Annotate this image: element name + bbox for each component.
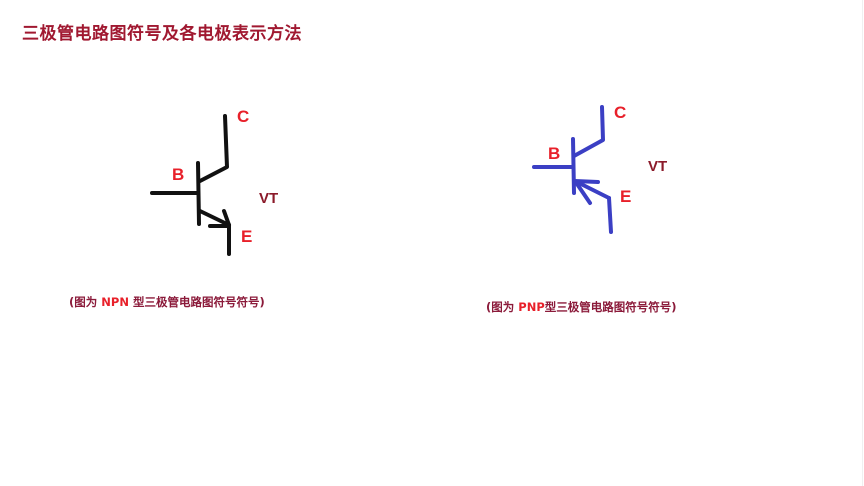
npn-base-label: B — [172, 165, 185, 184]
npn-caption: (图为 NPN 型三极管电路图符号符号) — [69, 294, 265, 310]
pnp-collector-lead — [572, 105, 605, 158]
npn-collector-lead — [198, 114, 229, 183]
npn-collector-label: C — [237, 107, 250, 126]
npn-caption-highlight: NPN — [101, 295, 129, 309]
pnp-emitter-label: E — [620, 187, 632, 206]
pnp-caption-prefix: (图为 — [486, 300, 519, 314]
npn-emitter-diagonal — [198, 209, 231, 227]
pnp-caption-highlight: PNP — [518, 300, 545, 314]
slide-edge — [862, 0, 863, 486]
pnp-designator-label: VT — [648, 158, 668, 175]
npn-designator-label: VT — [259, 190, 279, 207]
npn-caption-suffix: 型三极管电路图符号符号) — [128, 295, 265, 309]
npn-emitter-label: E — [241, 227, 253, 246]
pnp-base-label: B — [548, 144, 561, 163]
slide-title: 三极管电路图符号及各电极表示方法 — [22, 24, 302, 44]
pnp-caption-suffix: 型三极管电路图符号符号) — [544, 300, 677, 314]
pnp-collector-label: C — [614, 103, 627, 122]
pnp-emitter-diagonal — [573, 179, 611, 200]
pnp-emitter-lead — [607, 196, 613, 234]
pnp-caption: (图为 PNP型三极管电路图符号符号) — [486, 299, 677, 315]
npn-caption-prefix: (图为 — [69, 295, 102, 309]
